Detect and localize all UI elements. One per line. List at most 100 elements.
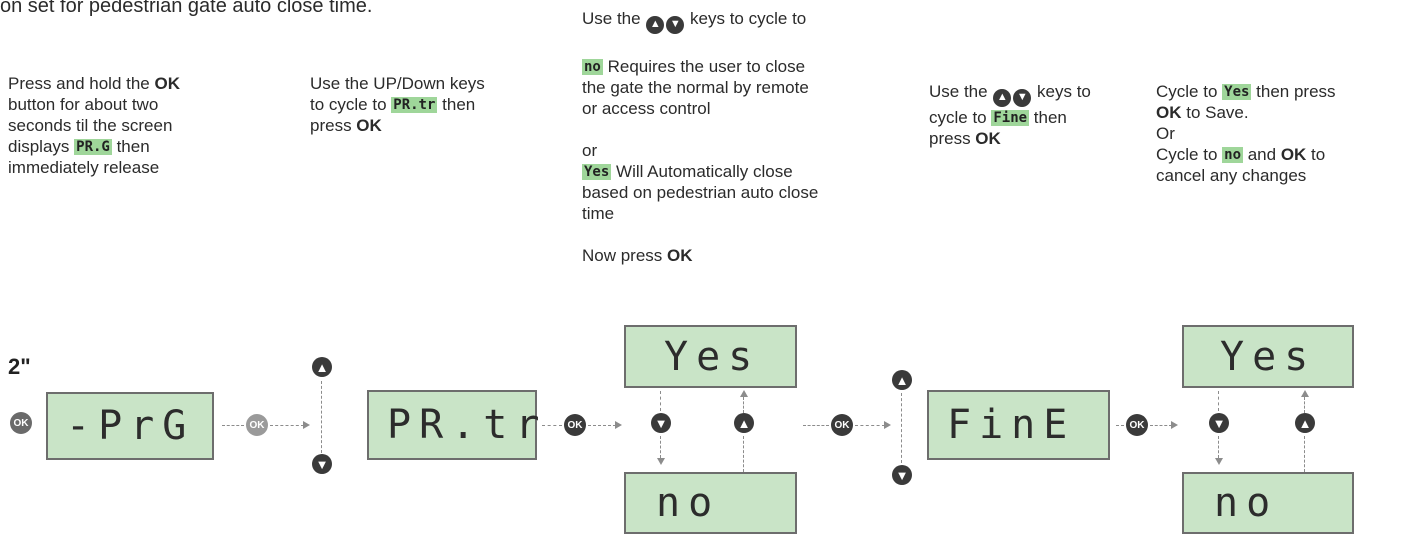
hold-duration-label: 2" xyxy=(8,354,31,379)
display-code-highlight: Fine xyxy=(991,109,1030,126)
step5-line2: to Save. xyxy=(1181,103,1249,122)
display-code-highlight: Yes xyxy=(1222,84,1252,100)
lcd-display-fine: FinE xyxy=(927,390,1110,460)
step3-top-tail: keys to cycle to xyxy=(685,9,807,28)
down-arrow-icon: ▼ xyxy=(1209,413,1229,433)
ok-button-icon: OK xyxy=(1126,414,1148,436)
up-arrow-icon: ▲ xyxy=(312,357,332,377)
dashed-connector xyxy=(1150,425,1172,426)
step2-line3: press xyxy=(310,116,357,135)
dashed-connector xyxy=(901,393,902,463)
step3-now: Now press xyxy=(582,245,668,265)
step5-line1: Cycle to xyxy=(1156,82,1223,101)
ok-word: OK xyxy=(667,245,693,265)
up-arrow-icon: ▲ xyxy=(1295,413,1315,433)
arrowhead xyxy=(1215,458,1223,465)
arrowhead xyxy=(740,390,748,397)
dashed-connector xyxy=(1116,425,1124,426)
display-code-highlight: PR.tr xyxy=(391,97,438,113)
step1-line4-tail: then xyxy=(111,137,150,156)
dashed-connector xyxy=(803,425,829,426)
step1-line5: immediately release xyxy=(8,158,160,177)
step1-line3: seconds til the screen xyxy=(8,116,173,135)
ok-word: OK xyxy=(1280,145,1307,164)
step1-text: Press and hold the OK button for about t… xyxy=(8,73,180,178)
ok-word: OK xyxy=(1156,103,1182,122)
down-arrow-icon: ▼ xyxy=(892,465,912,485)
lcd-display-yes: Yes xyxy=(1182,325,1354,388)
display-code-highlight: no xyxy=(582,58,603,75)
dashed-connector xyxy=(660,436,661,458)
arrowhead xyxy=(615,421,622,429)
step3-no-line2: the gate the normal by remote xyxy=(582,77,809,97)
step2-line2: to cycle to xyxy=(310,95,392,114)
step2-line2-tail: then xyxy=(437,95,476,114)
step4-line1: Use the xyxy=(929,82,993,101)
step5-line5: cancel any changes xyxy=(1156,166,1307,185)
step4-text: Use the ▲▼ keys to cycle to Fine then pr… xyxy=(929,81,1091,149)
lcd-display-patr: PR.tr xyxy=(367,390,539,460)
display-code-highlight: PR.G xyxy=(74,139,112,155)
down-arrow-icon: ▼ xyxy=(651,413,671,433)
arrowhead xyxy=(1171,421,1178,429)
down-arrow-icon: ▼ xyxy=(312,454,332,474)
arrowhead xyxy=(657,458,665,465)
display-code-highlight: Yes xyxy=(582,163,612,180)
dashed-connector xyxy=(743,436,744,472)
dashed-connector xyxy=(1304,397,1305,413)
lcd-display-yes: Yes xyxy=(624,325,797,388)
step1-line2: button for about two xyxy=(8,95,159,114)
step5-line1-tail: then press xyxy=(1251,82,1336,101)
step5-text: Cycle to Yes then press OK to Save. Or C… xyxy=(1156,81,1336,186)
ok-button-icon: OK xyxy=(246,414,268,436)
step3-yes-line2: based on pedestrian auto close xyxy=(582,182,819,202)
step5-line4: Cycle to xyxy=(1156,145,1223,164)
dashed-connector xyxy=(1218,391,1219,411)
ok-word: OK xyxy=(975,128,1001,148)
arrowhead xyxy=(884,421,891,429)
ok-button-icon: OK xyxy=(831,414,853,436)
lcd-display-no: no xyxy=(624,472,797,534)
ok-button-icon: OK xyxy=(564,414,586,436)
step3-top: Use the xyxy=(582,9,646,28)
step4-line1-tail: keys to xyxy=(1032,82,1091,101)
step5-line4-tail: to xyxy=(1306,145,1326,164)
ok-word: OK xyxy=(154,74,180,93)
step3-yes-line3: time xyxy=(582,203,615,223)
dashed-connector xyxy=(588,425,616,426)
dashed-connector xyxy=(743,397,744,413)
step2-text: Use the UP/Down keys to cycle to PR.tr t… xyxy=(310,73,485,136)
lcd-display-no: no xyxy=(1182,472,1354,534)
step4-line2-tail: then xyxy=(1029,107,1067,127)
display-code-highlight: no xyxy=(1222,147,1243,163)
dashed-connector xyxy=(1218,436,1219,458)
dashed-connector xyxy=(855,425,885,426)
up-arrow-icon: ▲ xyxy=(734,413,754,433)
dashed-connector xyxy=(270,425,304,426)
dashed-connector xyxy=(1304,436,1305,472)
step4-line3: press xyxy=(929,128,976,148)
lcd-display-prg: -PrG xyxy=(46,392,214,460)
step1-line1: Press and hold the xyxy=(8,74,155,93)
step3-or: or xyxy=(582,140,598,160)
arrowhead xyxy=(1301,390,1309,397)
down-arrow-icon: ▼ xyxy=(666,15,685,34)
dashed-connector xyxy=(542,425,562,426)
step3-yes-line1: Will Automatically close xyxy=(611,161,793,181)
dashed-connector xyxy=(321,381,322,453)
down-arrow-icon: ▼ xyxy=(1013,88,1032,107)
step3-no-line1: Requires the user to close xyxy=(602,56,806,76)
arrowhead xyxy=(303,421,310,429)
up-arrow-icon: ▲ xyxy=(646,15,665,34)
step3-text: Use the ▲▼ keys to cycle to no Requires … xyxy=(582,8,818,266)
step4-line2: cycle to xyxy=(929,107,992,127)
ok-button-icon: OK xyxy=(10,412,32,434)
ok-word: OK xyxy=(356,116,382,135)
header-text: on set for pedestrian gate auto close ti… xyxy=(0,0,373,17)
step3-no-line3: or access control xyxy=(582,98,711,118)
step5-line3: Or xyxy=(1156,124,1175,143)
dashed-connector xyxy=(660,391,661,411)
up-arrow-icon: ▲ xyxy=(993,88,1012,107)
step2-line1: Use the UP/Down keys xyxy=(310,74,485,93)
step5-line4-mid: and xyxy=(1243,145,1281,164)
